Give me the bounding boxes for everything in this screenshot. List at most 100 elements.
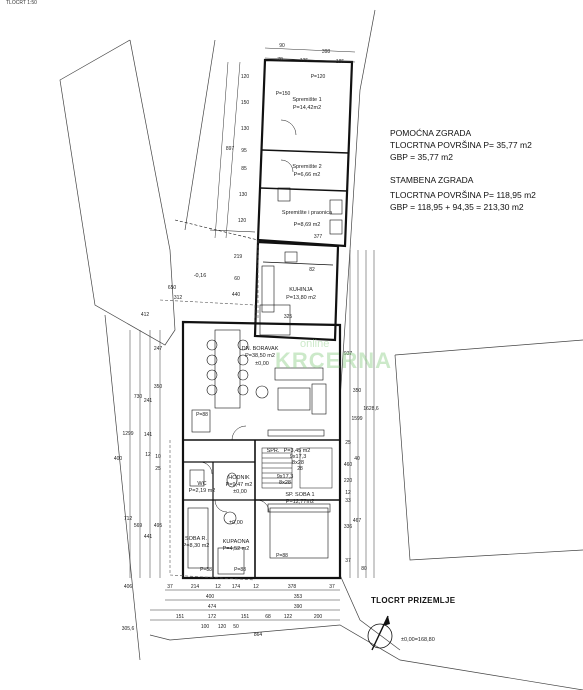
dim-b4-3: 864	[254, 632, 263, 638]
room-sobar-name: SOBA R.	[185, 536, 207, 542]
dim-right-2: 1628,6	[363, 406, 379, 412]
level-bath: ±0,00	[229, 520, 243, 526]
plan-title: TLOCRT PRIZEMLJE	[371, 596, 456, 605]
dim-right-9: 25	[345, 440, 351, 446]
dim-b1-6: 37	[329, 584, 335, 590]
sheet-tag: TLOCRT 1:50	[6, 0, 37, 6]
dimension-texts: 90 398 78 135 185 897 120 150 130 95 85 …	[114, 43, 379, 638]
dim-aux-5: 85	[241, 166, 247, 172]
dim-house-1: 730	[134, 394, 143, 400]
room-spremiste-1-name: Spremište 1	[292, 97, 321, 103]
dim-misc-7: 325	[284, 314, 293, 320]
dim-b3-4: 122	[284, 614, 293, 620]
dim-aux-7: 120	[238, 218, 247, 224]
dim-b4-0: 100	[201, 624, 210, 630]
dim-misc-4: 406	[124, 584, 133, 590]
dim-house-9: 350	[154, 384, 163, 390]
main-building-heading: STAMBENA ZGRADA	[390, 175, 474, 185]
room-spremiste-2-area: P=6,66 m2	[294, 172, 321, 178]
dim-misc-13: P=88	[196, 412, 208, 418]
room-sobar-area: P=8,30 m2	[183, 543, 210, 549]
dim-b3-0: 151	[176, 614, 185, 620]
dim-mid-1: 60	[234, 276, 240, 282]
dim-right-3: 460	[344, 462, 353, 468]
room-labels: Spremište 1 P=14,42m2 Spremište 2 P=6,66…	[183, 97, 333, 552]
dim-house-3: 141	[144, 432, 153, 438]
dim-b2-2: 474	[208, 604, 217, 610]
dim-misc-8: 305,6	[122, 626, 135, 632]
roof-outline	[159, 240, 259, 581]
dim-top-2: 78	[277, 57, 283, 63]
dim-b1-3: 174	[232, 584, 241, 590]
dim-misc-2: 650	[168, 285, 177, 291]
dim-mid-2: 440	[232, 292, 241, 298]
dim-right-8: 350	[353, 388, 362, 394]
dim-mid-0: 219	[234, 254, 243, 260]
dim-right-13: 80	[361, 566, 367, 572]
dim-house-0: 1299	[122, 431, 133, 437]
elevation-note: ±0,00=168,80	[401, 637, 435, 643]
main-house	[181, 320, 342, 580]
main-floor-area: TLOCRTNA POVRŠINA P= 118,95 m2	[390, 190, 536, 200]
room-praonica-name: Spremište i praonica	[282, 210, 333, 216]
dim-b2-3: 390	[294, 604, 303, 610]
dim-misc-12: P=88	[276, 553, 288, 559]
dim-right-10: 37	[345, 558, 351, 564]
dim-house-7: 569	[134, 523, 143, 529]
room-hodnik-area: P=9,47 m2	[226, 482, 253, 488]
dim-b4-2: 50	[233, 624, 239, 630]
dim-aux-0: 897	[226, 146, 235, 152]
dim-b1-0: 37	[167, 584, 173, 590]
stair-a: 9x17,3	[290, 454, 307, 460]
dim-right-1: 1599	[351, 416, 362, 422]
dim-misc-10: P=88	[200, 567, 212, 573]
dim-top-1: 398	[322, 49, 331, 55]
dim-misc-15: P=150	[276, 91, 291, 97]
dim-b1-4: 12	[253, 584, 259, 590]
dim-misc-14: P=120	[311, 74, 326, 80]
dim-house-12: 25	[155, 466, 161, 472]
dim-house-6: 441	[144, 534, 153, 540]
room-soba1-name: SP. SOBA 1	[285, 492, 314, 498]
dim-b1-1: 214	[191, 584, 200, 590]
area-summary: POMOĆNA ZGRADA TLOCRTNA POVRŠINA P= 35,7…	[390, 128, 536, 213]
site-boundary	[59, 9, 583, 690]
dim-top-3: 135	[300, 58, 309, 64]
room-boravak-name: DN. BORAVAK	[242, 346, 279, 352]
room-kupaona-name: KUPAONA	[223, 539, 250, 545]
dim-right-7: 40	[354, 456, 360, 462]
dim-misc-5: 377	[314, 234, 323, 240]
watermark-brand: KRCERNA	[275, 348, 392, 373]
dim-house-2: 241	[144, 398, 153, 404]
room-kuhinja-area: P=13,80 m2	[286, 295, 316, 301]
dim-b3-3: 68	[265, 614, 271, 620]
dim-right-12: 33	[345, 498, 351, 504]
dim-house-5: 712	[124, 516, 133, 522]
room-wc-area: P=2,19 m2	[189, 488, 216, 494]
dim-b1-5: 378	[288, 584, 297, 590]
dim-aux-6: 130	[239, 192, 248, 198]
dim-top-0: 90	[279, 43, 285, 49]
dim-right-6: 467	[353, 518, 362, 524]
dim-misc-9: 28	[297, 466, 303, 472]
dim-misc-6: 82	[309, 267, 315, 273]
stair-c: 9x17,3	[277, 474, 294, 480]
main-gbp: GBP = 118,95 + 94,35 = 213,30 m2	[390, 202, 524, 212]
stair-d: 8x28	[279, 480, 291, 486]
north-arrow-icon	[367, 615, 393, 651]
dim-b3-1: 172	[208, 614, 217, 620]
dim-aux-1: 120	[241, 74, 250, 80]
level-terrace: -0,16	[194, 273, 207, 279]
room-praonica-area: P=8,69 m2	[294, 222, 321, 228]
dim-b4-1: 120	[218, 624, 227, 630]
auxiliary-building	[256, 58, 354, 248]
dimension-lines	[129, 47, 375, 621]
room-hodnik-name: HODNIK	[228, 475, 250, 481]
dim-right-0: 937	[344, 351, 353, 357]
dim-top-4: 185	[336, 59, 345, 65]
dim-misc-11: P=88	[234, 567, 246, 573]
room-kupaona-area: P=4,52 m2	[223, 546, 250, 552]
level-main: ±0,00	[255, 361, 269, 367]
kitchen-block	[174, 219, 340, 342]
